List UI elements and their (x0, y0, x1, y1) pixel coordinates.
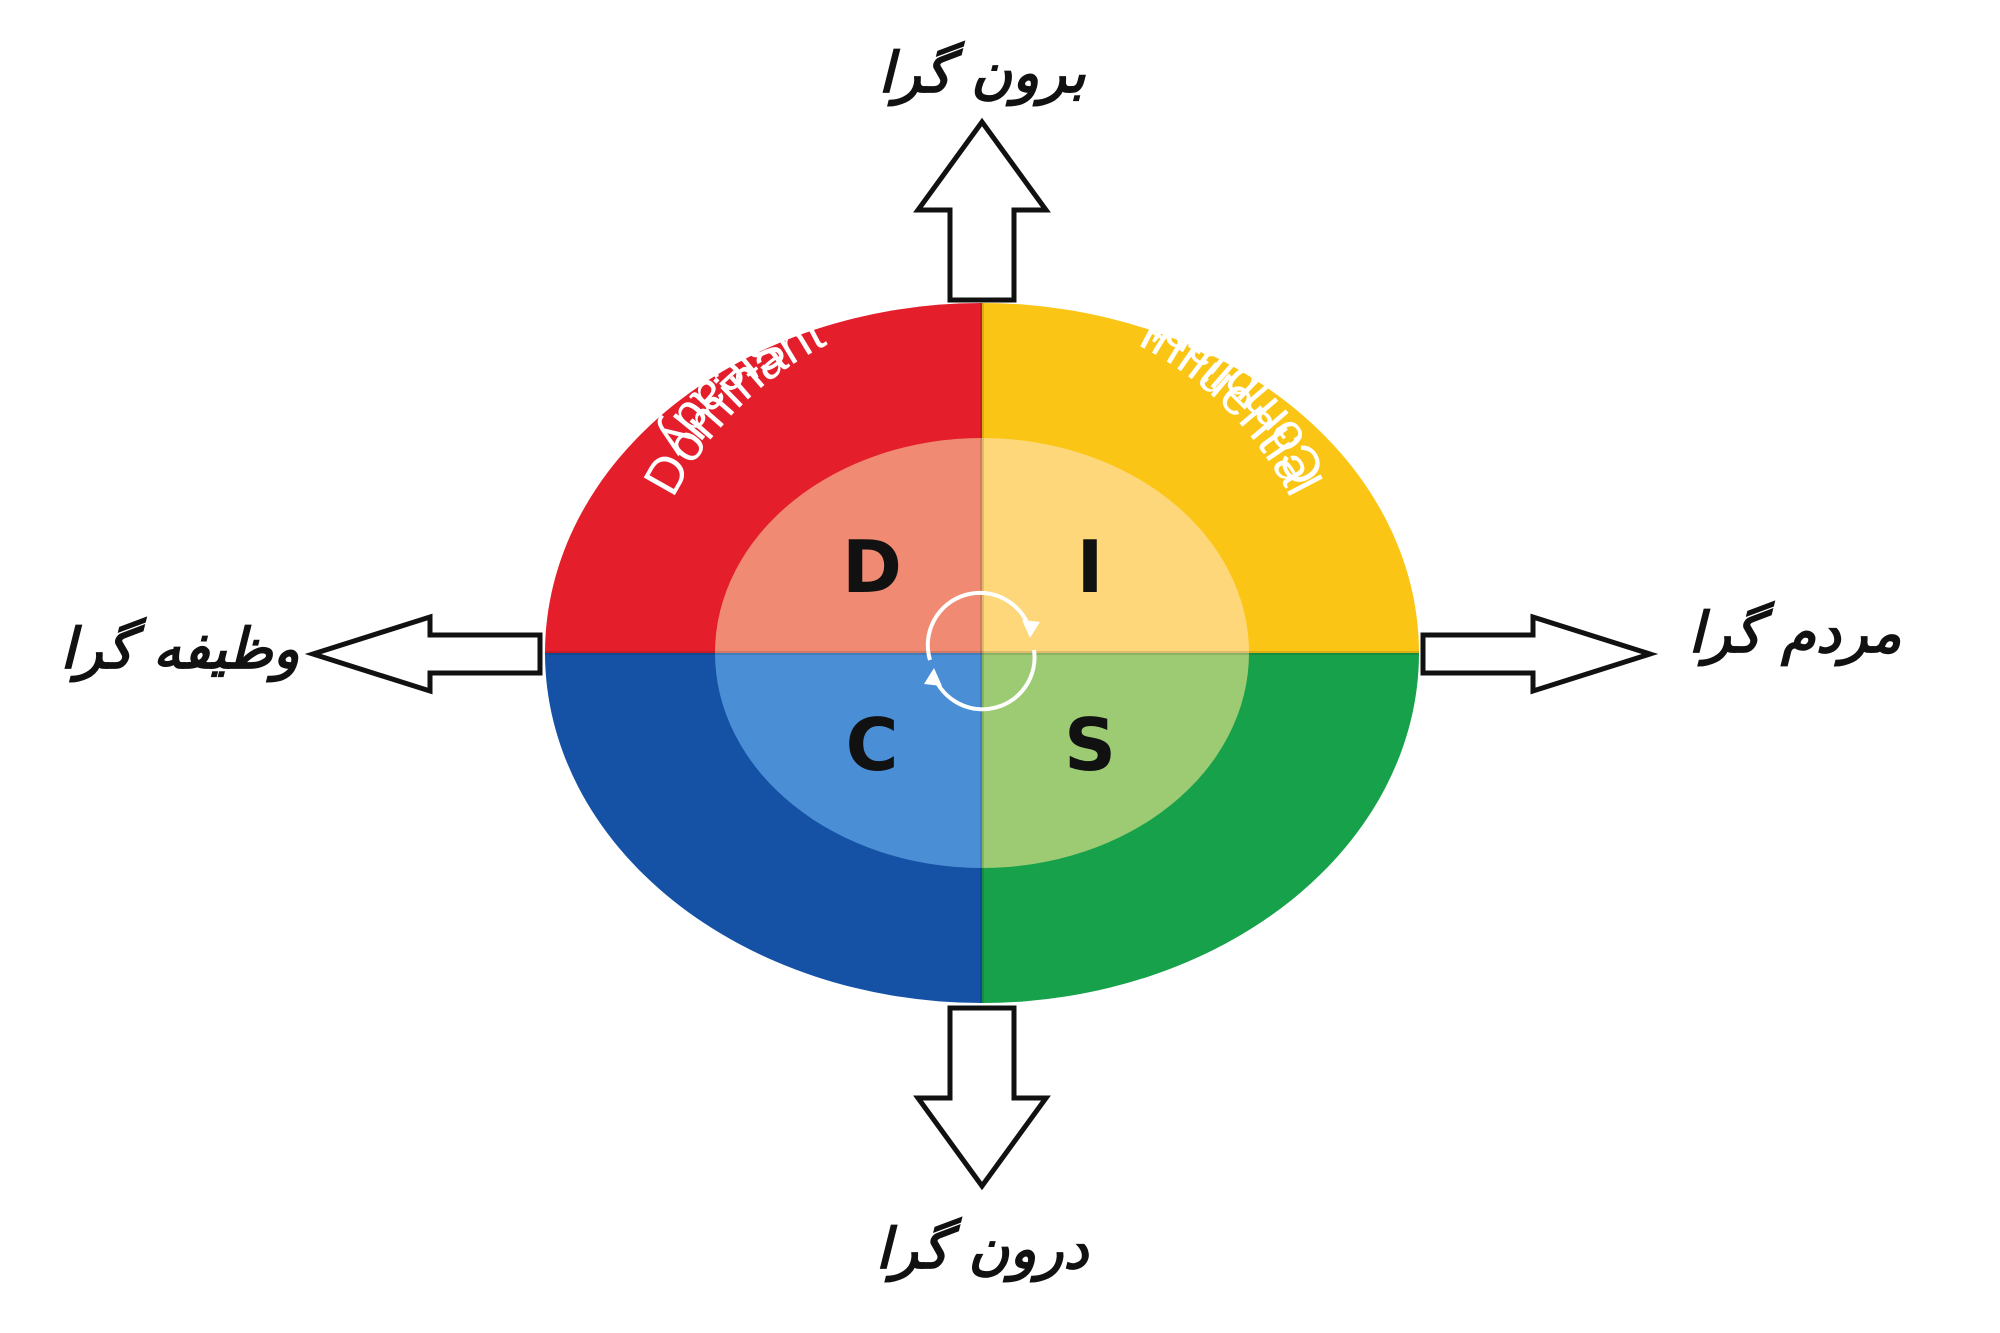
arrow-up (913, 117, 1051, 303)
cycle-arrows-icon (924, 590, 1040, 712)
arrow-right (1420, 613, 1659, 695)
quadrant-d-inner (715, 438, 982, 653)
axis-label-right: مردم گرا (1688, 600, 1901, 667)
quadrant-s-inner (982, 653, 1249, 868)
arrow-left (304, 613, 543, 695)
quadrant-c-inner (715, 653, 982, 868)
letter-d: D (842, 525, 902, 609)
arrow-down (913, 1005, 1051, 1191)
axis-label-top: برون گرا (878, 40, 1086, 107)
letter-i: I (1077, 525, 1104, 609)
quadrant-i-inner (982, 438, 1249, 653)
axis-label-left: وظیفه گرا (60, 616, 299, 683)
axis-label-bottom: درون گرا (876, 1216, 1090, 1283)
letter-s: S (1064, 703, 1116, 787)
letter-c: C (846, 703, 899, 787)
